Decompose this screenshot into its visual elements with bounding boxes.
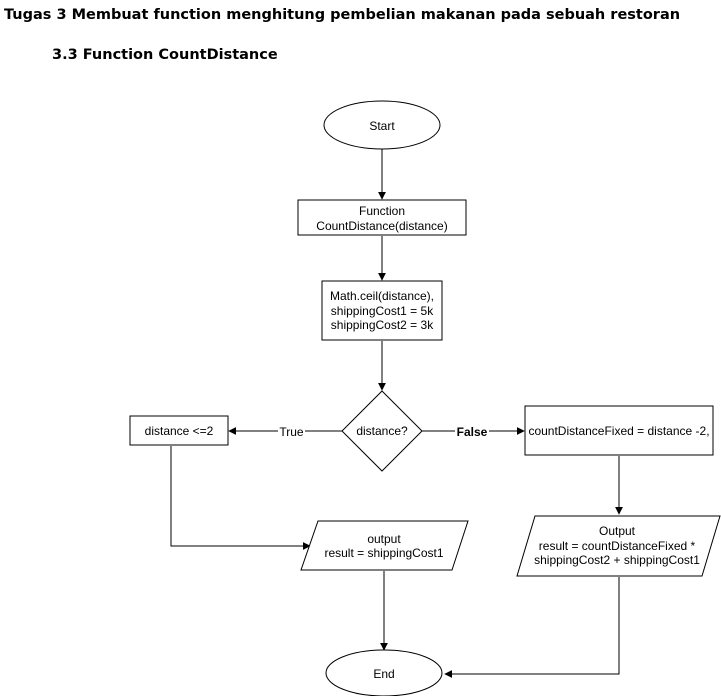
true-label: True	[279, 425, 304, 439]
true-box-label: distance <=2	[145, 424, 214, 438]
edge-output-right-to-end	[444, 577, 620, 678]
output-right-line-3: shippingCost2 + shippingCost1	[534, 553, 700, 567]
output-left	[300, 520, 469, 571]
edge-true-box-to-output-left	[170, 446, 311, 550]
true-box	[129, 415, 229, 446]
decision-node	[341, 390, 423, 472]
function-box-line-2: CountDistance(distance)	[316, 219, 447, 233]
end-label: End	[373, 667, 394, 681]
false-box	[524, 405, 714, 456]
start-node	[323, 100, 441, 150]
false-label: False	[457, 425, 488, 439]
init-box-line-3: shippingCost2 = 3k	[331, 318, 434, 332]
decision-label: distance?	[356, 424, 408, 438]
end-node	[325, 649, 443, 696]
false-box-label: countDistanceFixed = distance -2,	[528, 424, 709, 438]
function-box	[297, 199, 467, 236]
output-right	[516, 515, 721, 577]
output-right-line-2: result = countDistanceFixed *	[539, 539, 696, 553]
output-right-line-1: Output	[599, 524, 636, 538]
output-left-line-2: result = shippingCost1	[324, 546, 443, 560]
start-label: Start	[369, 119, 395, 133]
section-title: 3.3 Function CountDistance	[52, 47, 278, 63]
init-box	[321, 280, 443, 341]
function-box-line-1: Function	[359, 204, 405, 218]
init-box-line-2: shippingCost1 = 5k	[331, 304, 434, 318]
output-left-line-1: output	[367, 532, 401, 546]
page-title: Tugas 3 Membuat function menghitung pemb…	[4, 7, 681, 23]
init-box-line-1: Math.ceil(distance),	[330, 289, 434, 303]
